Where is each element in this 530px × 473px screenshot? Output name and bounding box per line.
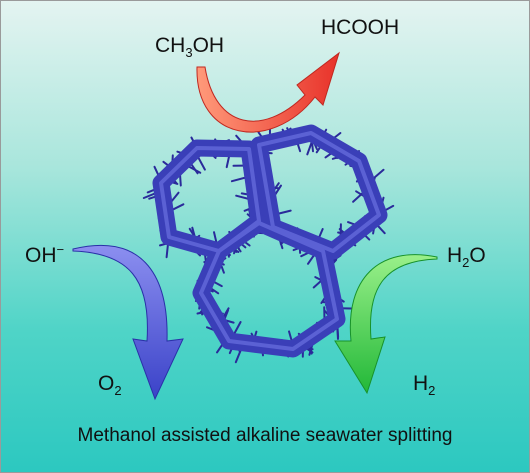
framework-highlights	[159, 131, 381, 351]
hydroxide-label: OH−	[25, 242, 65, 267]
hydrogen-evolution-arrow	[334, 254, 438, 395]
methanol-label: CH3OH	[155, 34, 225, 60]
methanol-oxidation-arrow	[196, 51, 340, 133]
oxygen-evolution-arrow	[72, 244, 184, 401]
formic-acid-label: HCOOH	[321, 16, 400, 39]
hydrogen-label: H2	[413, 372, 436, 398]
water-label: H2O	[447, 244, 486, 270]
nanoneedle-framework	[142, 122, 395, 364]
oxygen-label: O2	[98, 372, 122, 398]
figure-caption: Methanol assisted alkaline seawater spli…	[77, 425, 453, 446]
